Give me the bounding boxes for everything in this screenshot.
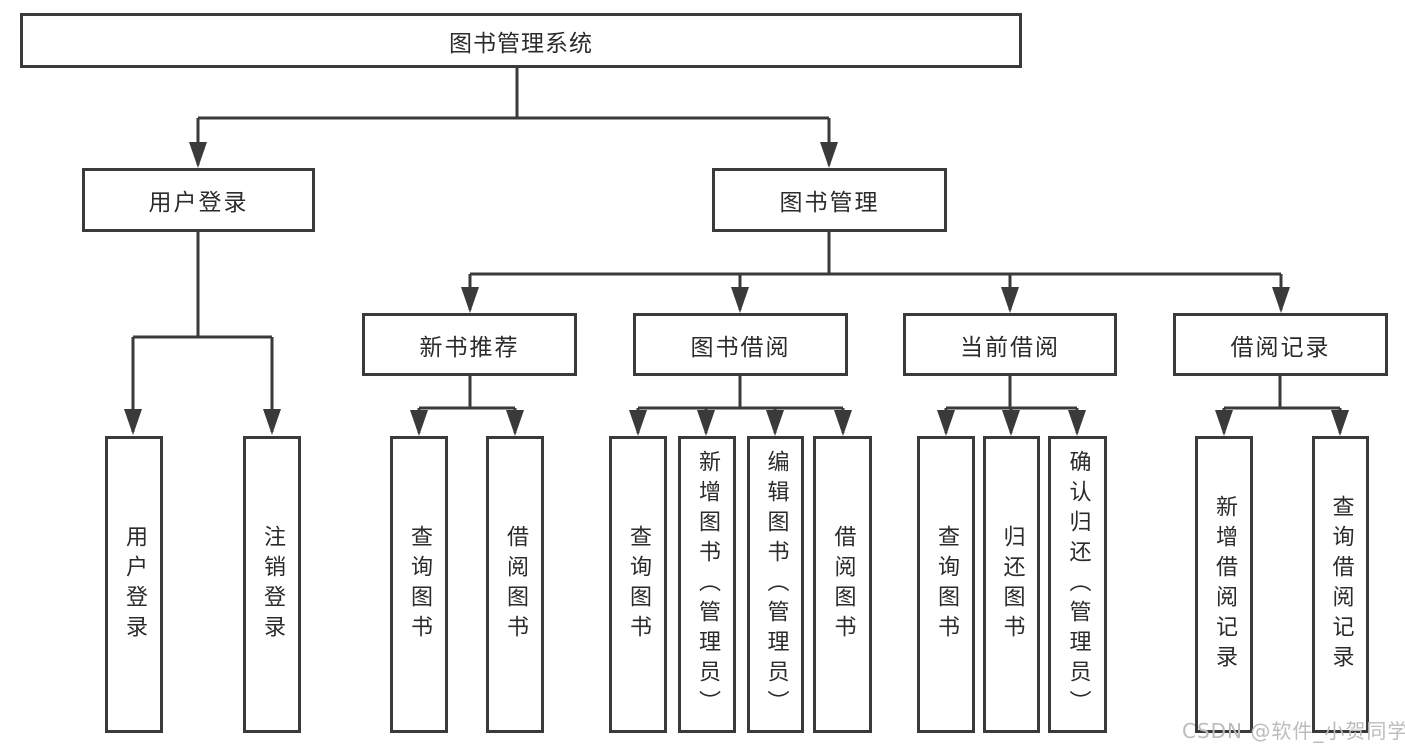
leaf-add-borrow-record: 新增借阅记录 bbox=[1195, 436, 1253, 733]
leaf-query-books-borrow: 查询图书 bbox=[609, 436, 667, 733]
node-book-management: 图书管理 bbox=[712, 168, 947, 232]
connector-book-borrow bbox=[636, 376, 845, 433]
arrowheads bbox=[124, 142, 1349, 436]
leaf-user-login: 用户登录 bbox=[105, 436, 163, 733]
node-book-borrow: 图书借阅 bbox=[633, 313, 848, 376]
leaf-edit-books-admin: 编辑图书（管理员） bbox=[747, 436, 804, 733]
node-user-login: 用户登录 bbox=[82, 168, 315, 232]
leaf-borrow-books: 借阅图书 bbox=[813, 436, 872, 733]
leaf-query-books-current: 查询图书 bbox=[917, 436, 975, 733]
node-borrow-records: 借阅记录 bbox=[1173, 313, 1388, 376]
node-library-management-system: 图书管理系统 bbox=[20, 13, 1022, 68]
node-new-book-recommend: 新书推荐 bbox=[362, 313, 577, 376]
connector-user-login bbox=[131, 232, 274, 432]
leaf-confirm-return-admin: 确认归还（管理员） bbox=[1048, 436, 1107, 733]
connector-book-management bbox=[468, 232, 1283, 310]
leaf-return-books: 归还图书 bbox=[983, 436, 1040, 733]
node-current-borrow: 当前借阅 bbox=[903, 313, 1117, 376]
leaf-borrow-books-recommend: 借阅图书 bbox=[486, 436, 544, 733]
leaf-add-books-admin: 新增图书（管理员） bbox=[678, 436, 736, 733]
connector-root bbox=[196, 68, 831, 165]
leaf-query-books-recommend: 查询图书 bbox=[390, 436, 448, 733]
connector-borrow-records bbox=[1222, 376, 1342, 433]
leaf-logout: 注销登录 bbox=[243, 436, 301, 733]
connector-new-book bbox=[417, 376, 517, 433]
watermark: CSDN @软件_小贺同学 bbox=[1182, 719, 1405, 743]
leaf-query-borrow-record: 查询借阅记录 bbox=[1312, 436, 1369, 733]
